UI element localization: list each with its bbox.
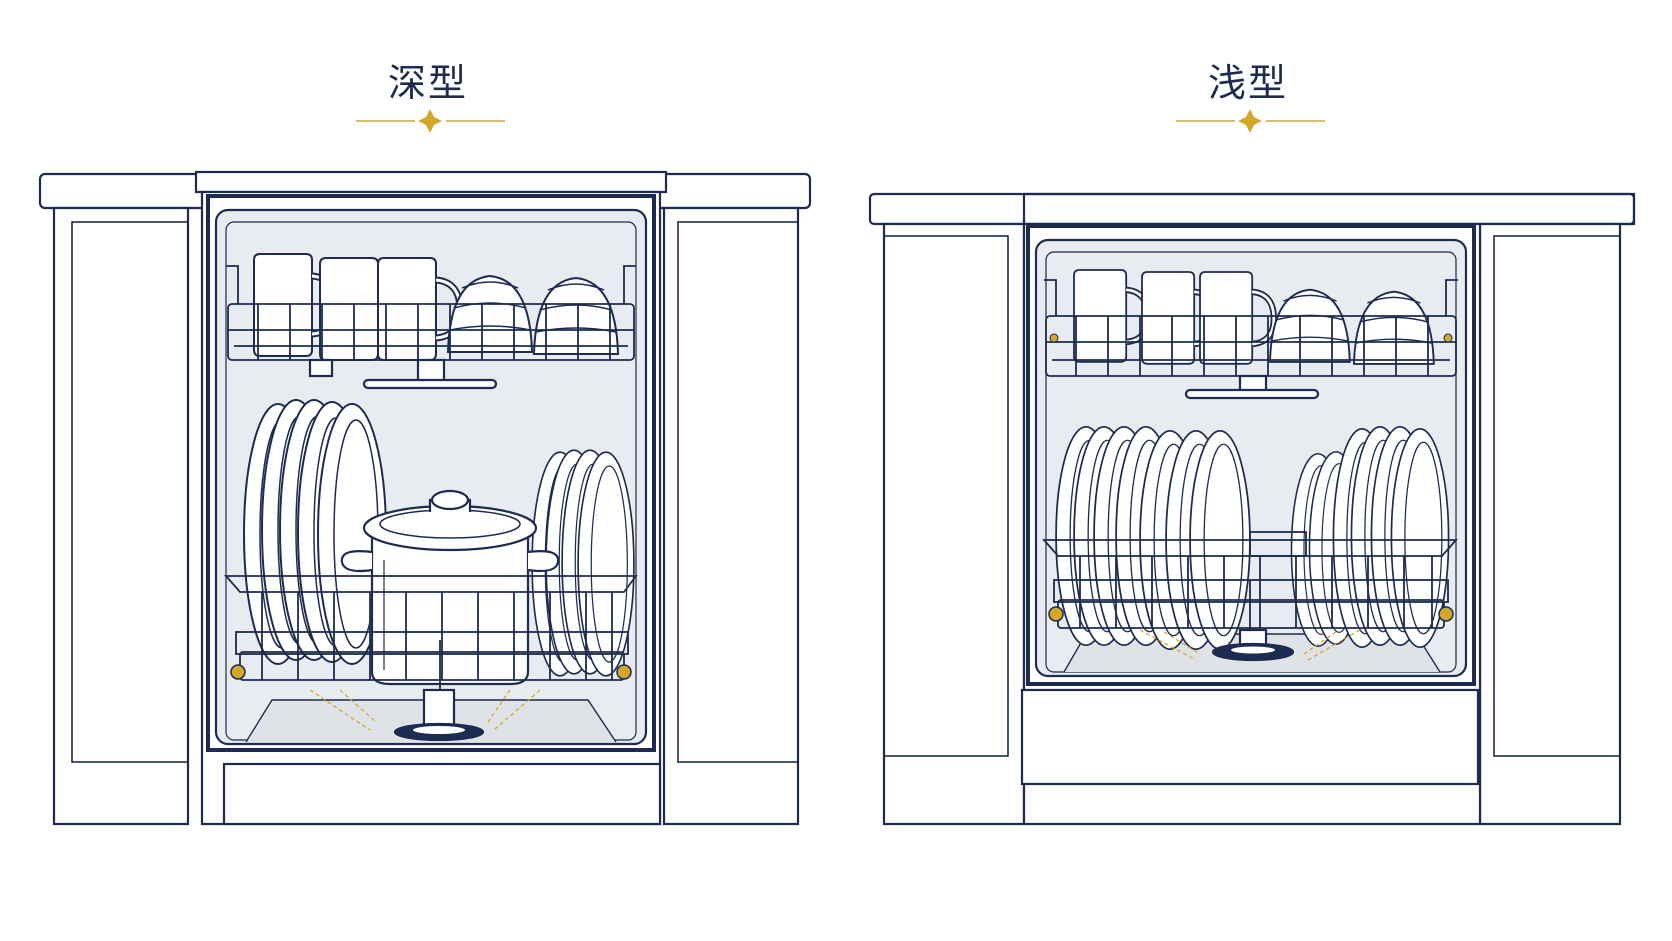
shallow-upper-rack-mugs xyxy=(1074,270,1274,364)
shallow-lower-rack-plates-left xyxy=(1056,427,1250,649)
deep-upper-rack-mugs xyxy=(254,254,460,360)
deep-title-ornament xyxy=(356,109,505,133)
shallow-countertop xyxy=(870,194,1634,224)
deep-dishwasher-illustration xyxy=(40,172,810,824)
deep-stock-pot xyxy=(342,491,558,684)
deep-kickplate xyxy=(224,764,660,824)
shallow-dishwasher-illustration xyxy=(870,194,1634,824)
deep-top-panel xyxy=(196,172,666,192)
shallow-left-cabinet xyxy=(884,224,1024,824)
deep-left-cabinet xyxy=(54,208,188,824)
shallow-lower-panel xyxy=(1022,690,1478,784)
shallow-title-ornament xyxy=(1176,109,1325,133)
shallow-lower-rack-plates-right xyxy=(1291,427,1448,647)
deep-right-cabinet xyxy=(664,208,798,824)
shallow-right-cabinet xyxy=(1480,224,1620,824)
